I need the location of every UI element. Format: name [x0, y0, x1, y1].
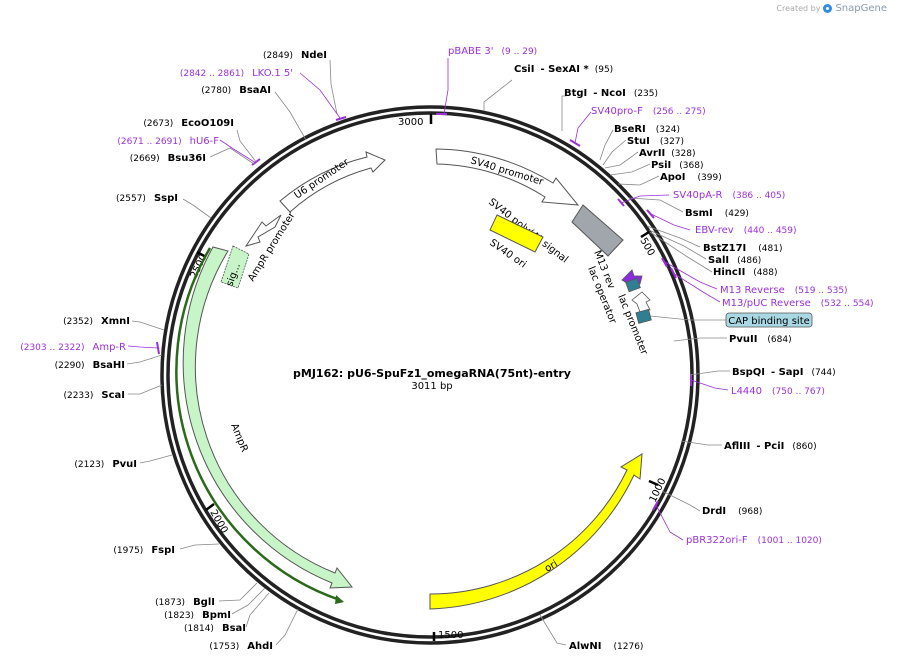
leader-lines: [126, 59, 730, 646]
feature-u6-promoter-arrow[interactable]: [279, 151, 386, 213]
feature-sv40-ori-box[interactable]: [489, 214, 544, 253]
site-ahdi[interactable]: (1753)AhdI: [209, 641, 273, 652]
feature-ampr-orf-line: [175, 247, 341, 602]
primer-sv40pa-r[interactable]: SV40pA-R(386 .. 405): [673, 190, 785, 201]
feature-ampr-orf-arrowhead: [335, 595, 344, 604]
site-bsu36i[interactable]: (2669)Bsu36I: [130, 153, 206, 164]
site-stui[interactable]: StuI(327): [627, 136, 684, 147]
site-labels-left: (2849)NdeI (2780)BsaAI (2673)EcoO109I (2…: [55, 50, 327, 652]
site-pvuii[interactable]: PvuII(684): [729, 334, 792, 345]
feature-signal-seq-box[interactable]: [220, 245, 250, 289]
feature-leader-lines: [649, 315, 726, 321]
feature-sv40-polya-box[interactable]: [571, 204, 624, 257]
tick-label-1500: 1500: [438, 630, 463, 641]
feature-ampr-arrow[interactable]: [182, 246, 353, 589]
site-alwni[interactable]: AlwNI(1276): [569, 641, 643, 652]
credit-prefix: Created by: [776, 4, 821, 13]
feature-ampr-promoter-label: AmpR promoter: [246, 210, 298, 284]
primer-l4440[interactable]: L4440(750 .. 767): [731, 386, 825, 397]
primer-ebv-rev[interactable]: EBV-rev(440 .. 459): [695, 225, 797, 236]
snapgene-credit: Created by SnapGene: [776, 3, 887, 14]
feature-ori-arrow[interactable]: [429, 453, 643, 610]
primer-m13-reverse[interactable]: M13 Reverse(519 .. 535): [720, 285, 848, 296]
primer-hu6-f[interactable]: (2671 .. 2691)hU6-F: [117, 136, 219, 147]
site-bgli[interactable]: (1873)BglI: [155, 597, 215, 608]
plasmid-length: 3011 bp: [411, 381, 452, 392]
site-bstz17i[interactable]: BstZ17I(481): [703, 243, 782, 254]
primer-lko1-5[interactable]: (2842 .. 2861)LKO.1 5': [180, 68, 293, 79]
feature-cap-site-box[interactable]: [635, 308, 652, 324]
primer-sv40pro-f[interactable]: SV40pro-F(256 .. 275): [591, 106, 706, 117]
primer-pbr322ori-f[interactable]: pBR322ori-F(1001 .. 1020): [686, 535, 822, 546]
site-xmni[interactable]: (2352)XmnI: [63, 316, 130, 327]
site-afliii[interactable]: AflIII- PciI(860): [724, 441, 817, 452]
site-bpmi[interactable]: (1823)BpmI: [164, 610, 231, 621]
feature-ampr-label: AmpR: [228, 422, 249, 454]
primer-m13-puc-reverse[interactable]: M13/pUC Reverse(532 .. 554): [722, 298, 874, 309]
primer-labels-right: pBABE 3'(9 .. 29) SV40pro-F(256 .. 275) …: [448, 46, 874, 546]
credit-brand: SnapGene: [835, 3, 887, 14]
site-bsai[interactable]: (1814)BsaI: [184, 623, 246, 634]
site-sspi[interactable]: (2557)SspI: [116, 193, 178, 204]
site-fspi[interactable]: (1975)FspI: [113, 545, 175, 556]
tick-label-3000: 3000: [398, 117, 423, 128]
site-apoi[interactable]: ApoI(399): [660, 172, 722, 183]
backbone-outer-ring: [160, 105, 700, 645]
plasmid-name: pMJ162: pU6-SpuFz1_omegaRNA(75nt)-entry: [293, 367, 571, 380]
site-bspqi[interactable]: BspQI- SapI(744): [732, 367, 836, 378]
primer-labels-left: (2842 .. 2861)LKO.1 5' (2671 .. 2691)hU6…: [20, 68, 293, 353]
snapgene-logo-icon: [823, 4, 833, 13]
site-btgi[interactable]: BtgI- NcoI(235): [564, 88, 658, 99]
site-bsahi[interactable]: (2290)BsaHI: [55, 360, 125, 371]
site-ndei[interactable]: (2849)NdeI: [263, 50, 327, 61]
feature-lac-operator-box[interactable]: [625, 277, 641, 293]
primer-pbabe3[interactable]: pBABE 3'(9 .. 29): [448, 46, 537, 57]
primer-amp-r[interactable]: (2303 .. 2322)Amp-R: [20, 342, 126, 353]
site-sali[interactable]: SalI(486): [708, 255, 761, 266]
site-ecoo109i[interactable]: (2673)EcoO109I: [143, 118, 234, 129]
site-bsmi[interactable]: BsmI(429): [685, 208, 749, 219]
feature-lac-promoter-arrow[interactable]: [631, 291, 651, 313]
feature-sv40-promoter-arrow[interactable]: [435, 148, 580, 206]
site-psii[interactable]: PsiI(368): [651, 160, 703, 171]
site-drdi[interactable]: DrdI(968): [702, 506, 762, 517]
site-csii[interactable]: CsiI- SexAI *(95): [514, 64, 613, 75]
primer-leader-lines: [127, 58, 729, 541]
feature-ampr-promoter-arrow[interactable]: [244, 214, 282, 247]
site-bsaai[interactable]: (2780)BsaAI: [201, 85, 271, 96]
feature-u6-promoter-label: U6 promoter: [293, 156, 352, 201]
cap-binding-site-tag[interactable]: CAP binding site: [725, 312, 813, 328]
site-hincii[interactable]: HincII(488): [713, 267, 778, 278]
site-bseri[interactable]: BseRI(324): [614, 124, 680, 135]
site-scai[interactable]: (2233)ScaI: [63, 390, 125, 401]
site-avrii[interactable]: AvrII(328): [639, 148, 695, 159]
site-pvui[interactable]: (2123)PvuI: [74, 459, 137, 470]
cap-binding-site-label: CAP binding site: [728, 316, 810, 327]
feature-sv40-promoter-label: SV40 promoter: [469, 155, 545, 188]
site-labels-right: CsiI- SexAI *(95) BtgI- NcoI(235) BseRI(…: [514, 64, 836, 652]
